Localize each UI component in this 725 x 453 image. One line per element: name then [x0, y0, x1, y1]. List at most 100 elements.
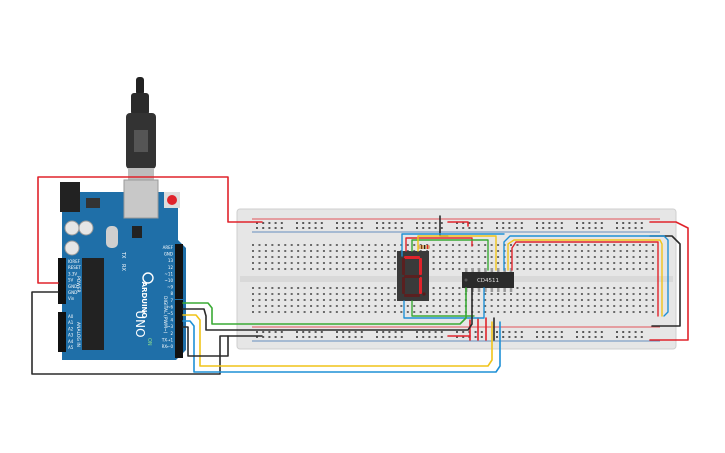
terminal-hole — [387, 262, 390, 264]
rail-hole — [320, 222, 323, 224]
terminal-hole — [277, 311, 280, 313]
terminal-hole — [303, 293, 306, 295]
terminal-hole — [484, 305, 487, 307]
terminal-hole — [322, 268, 325, 270]
terminal-hole — [555, 311, 558, 313]
terminal-hole — [271, 268, 274, 270]
rail-hole — [342, 227, 345, 229]
rail-hole — [628, 331, 631, 333]
terminal-hole — [510, 262, 512, 264]
terminal-hole — [522, 305, 525, 307]
seven-segment-display[interactable]: 7 — [397, 239, 429, 301]
wire-seg-green[interactable] — [411, 239, 489, 271]
wire-d-blue[interactable] — [182, 320, 501, 373]
terminal-hole — [284, 287, 287, 289]
terminal-hole — [542, 268, 545, 270]
rail-hole — [428, 222, 431, 224]
wire-rail-red-right[interactable] — [649, 221, 689, 341]
wire-seg-bottom-green[interactable] — [411, 300, 475, 317]
terminal-hole — [393, 250, 396, 252]
terminal-hole — [413, 311, 416, 313]
tx-label: TX — [120, 251, 126, 259]
terminal-hole — [335, 244, 338, 246]
terminal-hole — [445, 262, 448, 264]
wire-d-black[interactable] — [182, 287, 473, 331]
terminal-hole — [310, 299, 313, 301]
terminal-hole — [497, 299, 500, 301]
terminal-hole — [368, 256, 371, 258]
ic-pin — [484, 268, 487, 272]
rail-hole — [554, 227, 557, 229]
terminal-hole — [497, 293, 500, 295]
terminal-hole — [387, 244, 390, 246]
terminal-hole — [297, 299, 300, 301]
wire-d-green[interactable] — [182, 287, 467, 325]
terminal-hole — [381, 287, 383, 289]
terminal-hole — [555, 299, 558, 301]
wire-d-yellow[interactable] — [182, 314, 493, 367]
usb-cable[interactable] — [126, 77, 156, 182]
wire-seg-bottom-blue[interactable] — [403, 287, 485, 319]
terminal-hole — [329, 299, 332, 301]
rail-hole — [400, 336, 403, 338]
rail-hole — [348, 222, 351, 224]
cd4511-ic[interactable]: CD4511 — [462, 268, 514, 292]
terminal-hole — [329, 311, 332, 313]
rail-hole — [348, 336, 351, 338]
terminal-hole — [381, 293, 383, 295]
rail-hole — [548, 222, 551, 224]
wire-seg-blue[interactable] — [401, 233, 505, 257]
rail-hole — [320, 336, 323, 338]
wire-d-black-2[interactable] — [182, 326, 229, 357]
terminal-hole — [432, 305, 435, 307]
power-header — [58, 258, 66, 304]
rail-hole — [440, 222, 443, 224]
terminal-hole — [451, 293, 454, 295]
reset-button[interactable] — [167, 195, 177, 205]
rail-hole — [302, 331, 305, 333]
terminal-hole — [574, 244, 577, 246]
wire-seg-red-long[interactable] — [511, 241, 659, 317]
terminal-hole — [490, 250, 493, 252]
terminal-hole — [464, 262, 467, 264]
wire-seg-blue-long[interactable] — [503, 235, 669, 317]
wire-seg-red[interactable] — [405, 237, 473, 252]
resistor[interactable] — [418, 245, 430, 249]
terminal-hole — [529, 299, 532, 301]
wire-jumper-red[interactable] — [447, 221, 469, 227]
terminal-hole — [626, 305, 629, 307]
terminal-hole — [393, 244, 396, 246]
terminal-hole — [529, 293, 532, 295]
terminal-hole — [316, 262, 319, 264]
terminal-hole — [580, 293, 583, 295]
terminal-hole — [600, 311, 603, 313]
rail-hole — [388, 331, 391, 333]
terminal-hole — [271, 256, 274, 258]
terminal-hole — [490, 311, 493, 313]
terminal-hole — [548, 256, 551, 258]
pin-label: TX→1 — [161, 337, 174, 342]
terminal-hole — [361, 293, 364, 295]
wire-seg-yellow-long[interactable] — [507, 239, 663, 317]
rail-hole — [616, 336, 618, 338]
terminal-hole — [477, 299, 480, 301]
terminal-hole — [561, 299, 564, 301]
wire-seg-yellow[interactable] — [417, 235, 497, 271]
terminal-hole — [445, 293, 448, 295]
terminal-hole — [284, 268, 287, 270]
terminal-hole — [426, 305, 429, 307]
terminal-hole — [606, 262, 609, 264]
terminal-hole — [368, 311, 371, 313]
wire-5v-red[interactable] — [37, 176, 263, 284]
breadboard[interactable] — [236, 208, 677, 350]
rail-hole — [314, 331, 317, 333]
terminal-hole — [258, 244, 261, 246]
wire-gnd-black[interactable] — [31, 291, 263, 375]
terminal-hole — [271, 299, 274, 301]
arduino-uno[interactable]: ARDUINO UNO TX RX ON POWER ANALOG IN DIG… — [58, 77, 186, 360]
terminal-hole — [322, 299, 325, 301]
terminal-hole — [264, 262, 267, 264]
terminal-hole — [645, 311, 648, 313]
terminal-hole — [290, 305, 293, 307]
